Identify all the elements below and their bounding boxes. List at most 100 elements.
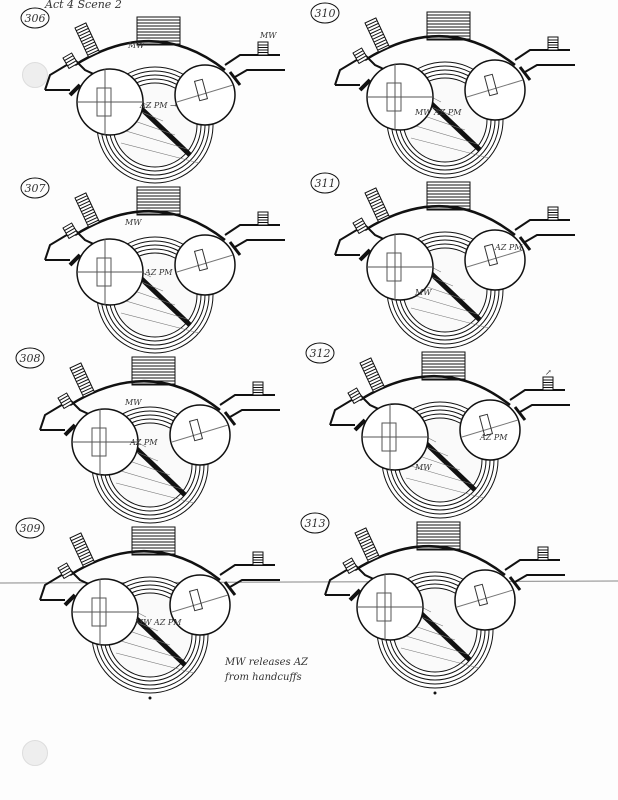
left-rail [358, 78, 372, 92]
small-stair [347, 387, 364, 405]
turntable-line [456, 589, 514, 608]
step-line [366, 551, 378, 558]
center-mark [433, 691, 437, 695]
right-platform [224, 54, 280, 66]
step-line [60, 397, 70, 404]
right-rail [228, 241, 242, 256]
step-line [77, 378, 89, 385]
left-stair [74, 192, 101, 228]
diagram-number-circle [310, 172, 340, 194]
step-line [81, 386, 93, 393]
step-line [76, 25, 88, 32]
plank-line [410, 137, 490, 159]
turntable-panel [386, 252, 402, 282]
step-line [79, 554, 92, 561]
step-line [79, 203, 92, 210]
plank-line [408, 123, 478, 145]
step-line [366, 371, 378, 378]
left-stair [69, 532, 96, 568]
plank-line [400, 647, 480, 669]
handwritten-note: MW [414, 288, 432, 297]
right-rail [518, 66, 532, 81]
plank-line [410, 307, 490, 329]
step-line [345, 562, 355, 569]
left-rail [353, 418, 367, 432]
right-platform [504, 559, 560, 571]
left-rail [68, 253, 82, 267]
plank-line [403, 463, 473, 485]
step-line [78, 381, 90, 388]
left-rail [63, 593, 77, 607]
handwritten-note: ↗ [545, 368, 552, 377]
turntable-line [461, 419, 519, 438]
step-line [84, 44, 97, 51]
step-line [82, 559, 94, 566]
step-line [62, 570, 72, 577]
step-line [362, 362, 374, 369]
step-line [87, 219, 99, 226]
diagram-number-circle [20, 7, 50, 29]
step-line [74, 543, 87, 550]
left-stair [359, 357, 386, 393]
step-line [364, 549, 377, 556]
step-line [367, 554, 379, 561]
right-platform-lower [514, 574, 565, 583]
diagram-number: 310 [315, 7, 336, 20]
step-line [358, 535, 370, 542]
right-platform [224, 224, 280, 236]
diagram-number-circle [20, 177, 50, 199]
right-platform [219, 394, 275, 406]
stage-diagram: 313 [300, 512, 565, 695]
step-line [367, 373, 379, 380]
diagram-number: 313 [305, 517, 326, 530]
step-line [376, 41, 388, 48]
step-line [368, 195, 380, 202]
small-stair [352, 217, 369, 235]
right-stair [547, 206, 559, 221]
small-stair [57, 392, 74, 410]
plank-line [113, 638, 183, 660]
right-turntable [174, 64, 236, 126]
center-mark [148, 696, 152, 700]
handwritten-note: AZ PM [479, 433, 508, 442]
plank-line [115, 652, 195, 674]
right-turntable [459, 399, 521, 461]
step-line [376, 211, 388, 218]
step-line [65, 227, 75, 234]
punch-hole [22, 740, 48, 766]
step-line [67, 60, 77, 67]
turntable-line [176, 254, 234, 273]
left-rail [63, 423, 77, 437]
step-line [357, 225, 367, 232]
handwritten-note: AZ PM [494, 243, 523, 252]
right-platform-lower [519, 404, 570, 413]
handwritten-note: MW releases AZ [224, 657, 309, 668]
step-line [352, 395, 362, 402]
left-stair [69, 362, 96, 398]
handwritten-note: MW AZ PM [414, 108, 462, 117]
handwritten-note: MW [124, 218, 142, 227]
step-line [373, 36, 385, 43]
step-line [71, 535, 83, 542]
prop-box [188, 588, 204, 612]
small-stair [352, 47, 369, 65]
step-line [369, 379, 382, 386]
step-line [371, 201, 383, 208]
step-line [83, 211, 95, 218]
small-stair [62, 222, 79, 240]
step-line [64, 225, 74, 232]
step-line [355, 52, 365, 59]
plank-line [398, 633, 468, 655]
step-line [73, 540, 85, 547]
step-line [87, 49, 99, 56]
handwritten-note: AZ PM [144, 268, 173, 277]
diagram-number-circle [310, 2, 340, 24]
plank-line [120, 312, 200, 334]
step-line [373, 206, 385, 213]
step-line [78, 30, 90, 37]
step-line [377, 44, 389, 51]
step-line [357, 55, 367, 62]
right-turntable [454, 569, 516, 631]
